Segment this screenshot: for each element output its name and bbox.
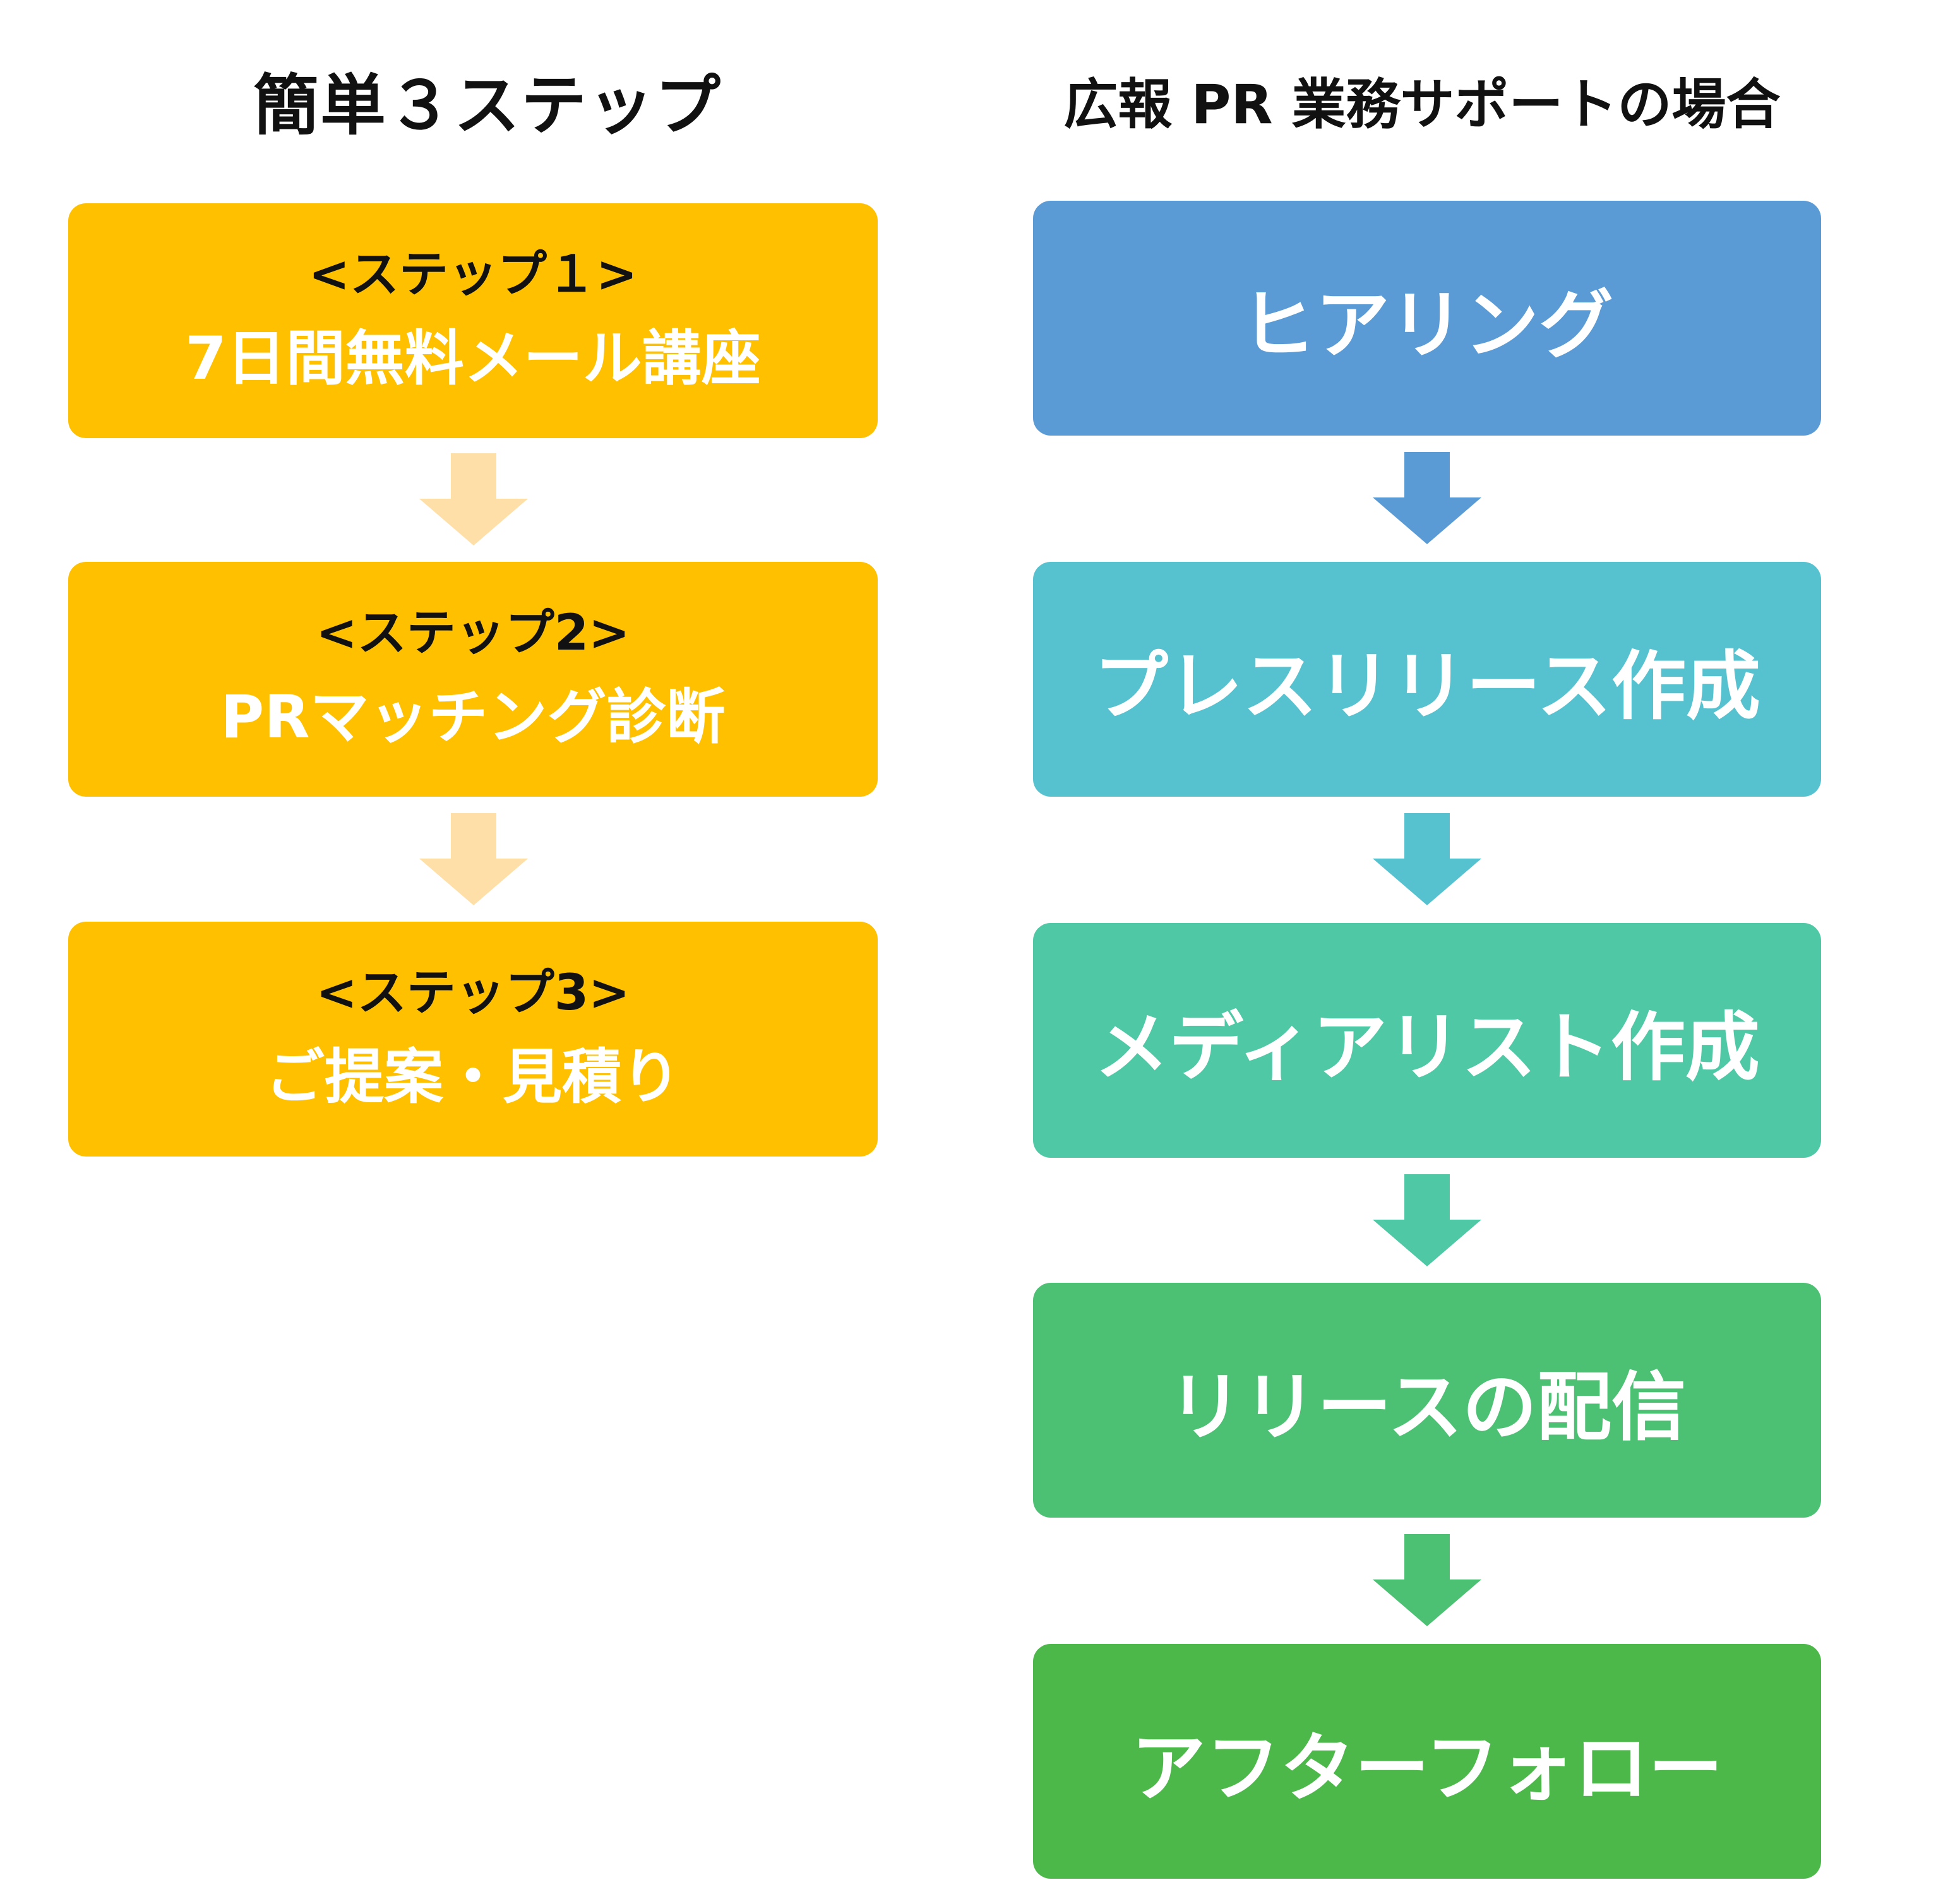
- step-3-box: <ステップ3> ご提案・見積り: [68, 922, 878, 1157]
- flow-arrow-4: [1373, 1534, 1481, 1626]
- step-2-to-3-arrow: [419, 813, 528, 905]
- flow-box-hearing-text: ヒアリング: [1240, 281, 1613, 369]
- step-1-label: <ステップ１>: [308, 246, 638, 303]
- flow-box-distribution-text: リリースの配信: [1168, 1363, 1687, 1451]
- step-2-label: <ステップ2>: [316, 605, 630, 662]
- step-2-text: PRマッチング診断: [220, 683, 726, 752]
- step-2-box: <ステップ2> PRマッチング診断: [68, 562, 878, 797]
- flow-box-media-list: メディアリスト作成: [1033, 923, 1821, 1158]
- step-1-to-2-arrow: [419, 453, 528, 545]
- right-column-heading: 広報 PR 業務サポートの場合: [1063, 73, 1781, 136]
- step-3-text: ご提案・見積り: [265, 1043, 681, 1112]
- flow-arrow-1: [1373, 452, 1481, 544]
- flow-box-follow-up-text: アフターフォロー: [1131, 1724, 1723, 1812]
- step-1-box: <ステップ１> 7日間無料メール講座: [68, 203, 878, 438]
- step-3-label: <ステップ3>: [316, 965, 630, 1021]
- step-1-text: 7日間無料メール講座: [185, 324, 761, 393]
- left-column-heading: 簡単３ステップ: [253, 66, 722, 144]
- flow-box-press-release-text: プレスリリース作成: [1093, 642, 1761, 730]
- flow-box-media-list-text: メディアリスト作成: [1094, 1003, 1760, 1091]
- flow-box-distribution: リリースの配信: [1033, 1283, 1821, 1518]
- flow-box-follow-up: アフターフォロー: [1033, 1644, 1821, 1879]
- flow-box-press-release: プレスリリース作成: [1033, 562, 1821, 797]
- flow-arrow-3: [1373, 1174, 1481, 1266]
- flow-arrow-2: [1373, 813, 1481, 905]
- flow-box-hearing: ヒアリング: [1033, 201, 1821, 436]
